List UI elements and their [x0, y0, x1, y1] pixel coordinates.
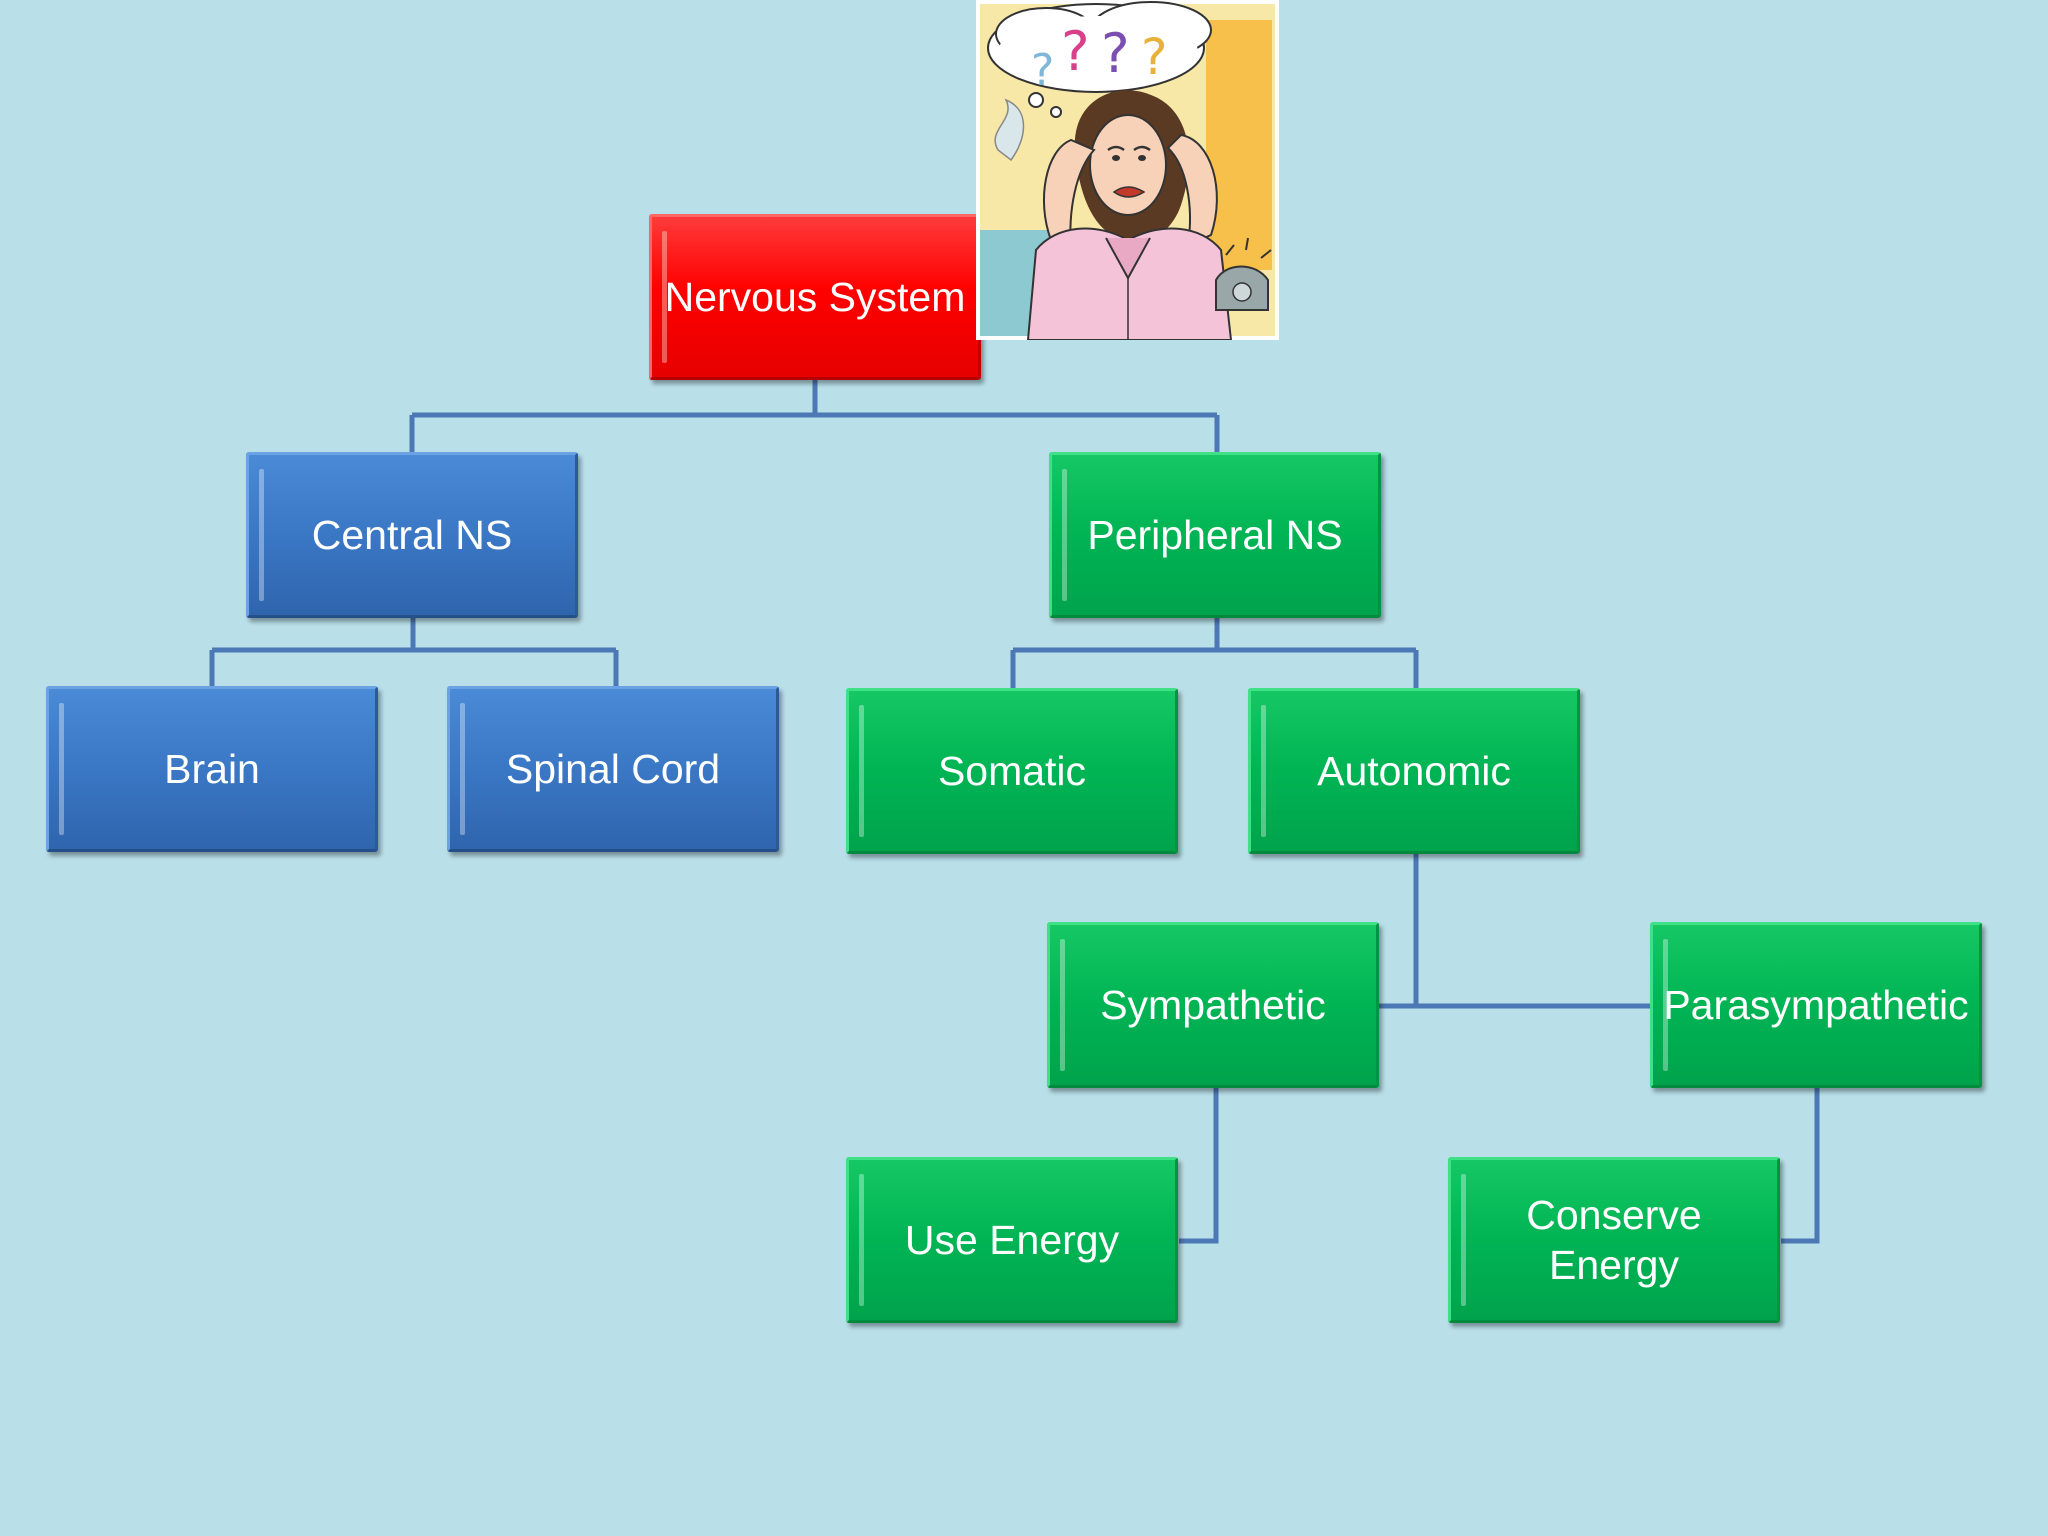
node-autonomic: Autonomic [1248, 688, 1580, 854]
svg-text:?: ? [1031, 45, 1054, 96]
node-conserve-energy-label: Conserve Energy [1526, 1192, 1702, 1288]
svg-text:?: ? [1061, 20, 1090, 83]
node-sympathetic: Sympathetic [1047, 922, 1379, 1088]
confused-woman-illustration: ? ? ? ? [976, 0, 1279, 341]
node-conserve-energy: Conserve Energy [1448, 1157, 1780, 1323]
node-central-ns-label: Central NS [311, 512, 513, 558]
connector-autonomic-to-children [1378, 852, 1652, 1009]
node-nervous-system: Nervous System [649, 214, 981, 380]
node-central-ns: Central NS [246, 452, 578, 618]
connector-parasympathetic-to-conserve-energy [1781, 1088, 1820, 1244]
svg-text:?: ? [1141, 28, 1168, 86]
node-brain-label: Brain [164, 746, 260, 792]
node-somatic: Somatic [846, 688, 1178, 854]
node-nervous-system-label: Nervous System [664, 274, 966, 320]
svg-text:?: ? [1101, 22, 1130, 85]
node-autonomic-label: Autonomic [1317, 748, 1511, 794]
connector-sympathetic-to-use-energy [1179, 1088, 1219, 1244]
node-spinal-cord-label: Spinal Cord [505, 746, 721, 792]
node-sympathetic-label: Sympathetic [1100, 982, 1326, 1028]
node-parasympathetic-label: Parasympathetic [1663, 982, 1969, 1028]
connector-peripheral-to-children [1010, 616, 1419, 688]
node-peripheral-ns-label: Peripheral NS [1087, 512, 1343, 558]
node-peripheral-ns: Peripheral NS [1049, 452, 1381, 618]
connector-central-to-children [209, 616, 619, 686]
confused-woman-icon: ? ? ? ? [980, 1, 1275, 341]
node-parasympathetic: Parasympathetic [1650, 922, 1982, 1088]
node-use-energy-label: Use Energy [904, 1217, 1120, 1263]
node-somatic-label: Somatic [937, 748, 1087, 794]
connector-root-to-level1 [409, 380, 1220, 452]
node-brain: Brain [46, 686, 378, 852]
node-use-energy: Use Energy [846, 1157, 1178, 1323]
node-spinal-cord: Spinal Cord [447, 686, 779, 852]
